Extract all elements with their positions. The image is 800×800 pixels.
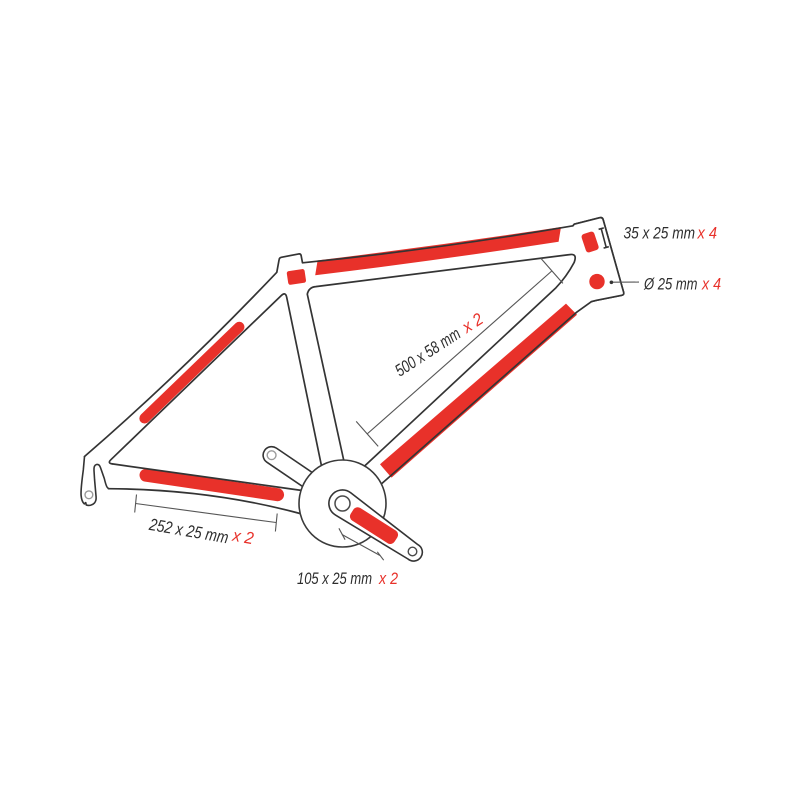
svg-text:x 4: x 4 [701, 275, 721, 294]
svg-text:105 x 25 mm: 105 x 25 mm [297, 569, 372, 588]
svg-text:Ø 25 mm: Ø 25 mm [643, 275, 697, 294]
svg-text:35 x 25 mm: 35 x 25 mm [624, 224, 696, 243]
svg-text:x 2: x 2 [230, 526, 255, 549]
svg-text:x 4: x 4 [697, 224, 717, 243]
svg-text:x 2: x 2 [378, 569, 398, 588]
